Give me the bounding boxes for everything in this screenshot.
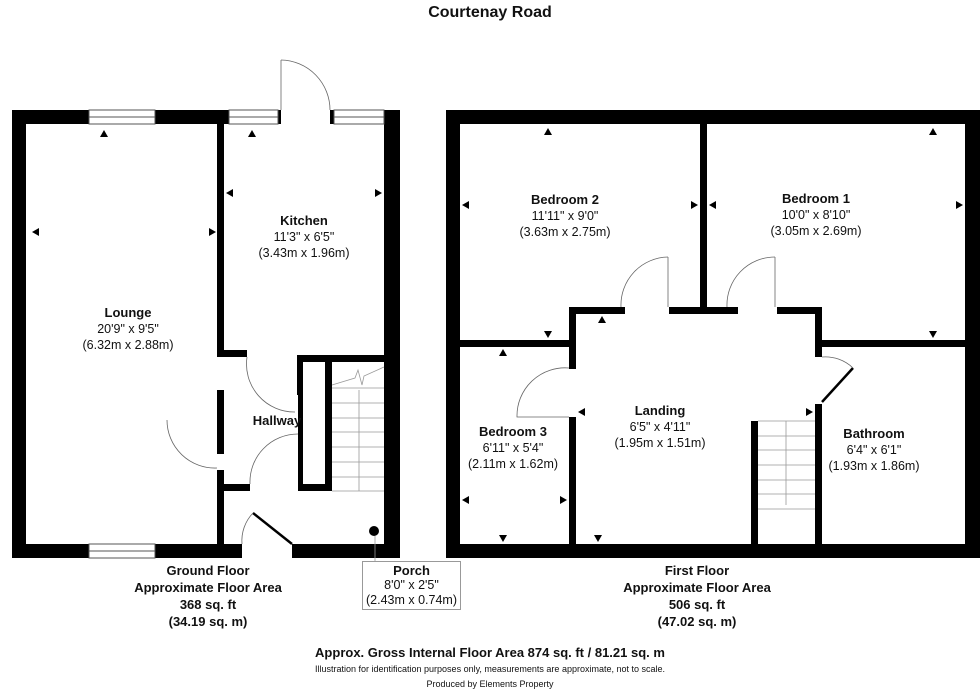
room-kitchen: Kitchen 11'3" x 6'5" (3.43m x 1.96m) (258, 213, 350, 260)
room-porch: Porch 8'0" x 2'5" (2.43m x 0.74m) (362, 561, 462, 610)
dimension-markers (32, 128, 963, 542)
gross-area: Approx. Gross Internal Floor Area 874 sq… (315, 645, 665, 660)
ground-floor-door-swings (166, 59, 331, 545)
first-floor-walls (446, 110, 980, 558)
room-bedroom-2: Bedroom 2 11'11" x 9'0" (3.63m x 2.75m) (519, 192, 611, 239)
first-floor-area: First Floor Approximate Floor Area 506 s… (623, 563, 771, 629)
ground-floor-stairs (331, 366, 385, 492)
ground-floor-walls (12, 110, 400, 558)
room-bedroom-3: Bedroom 3 6'11" x 5'4" (2.11m x 1.62m) (467, 424, 559, 471)
first-floor-stairs (758, 420, 815, 510)
room-bathroom: Bathroom 6'4" x 6'1" (1.93m x 1.86m) (828, 426, 920, 473)
ground-floor-area: Ground Floor Approximate Floor Area 368 … (134, 563, 282, 629)
first-floor-door-swings (516, 256, 854, 418)
page-title: Courtenay Road (428, 4, 552, 21)
room-landing: Landing 6'5" x 4'11" (1.95m x 1.51m) (614, 403, 706, 450)
producer-credit: Produced by Elements Property (426, 679, 554, 689)
room-hallway: Hallway (252, 413, 302, 428)
room-bedroom-1: Bedroom 1 10'0" x 8'10" (3.05m x 2.69m) (770, 191, 862, 238)
ground-floor-windows (88, 109, 385, 559)
room-lounge: Lounge 20'9" x 9'5" (6.32m x 2.88m) (82, 305, 174, 352)
disclaimer: Illustration for identification purposes… (314, 664, 665, 674)
